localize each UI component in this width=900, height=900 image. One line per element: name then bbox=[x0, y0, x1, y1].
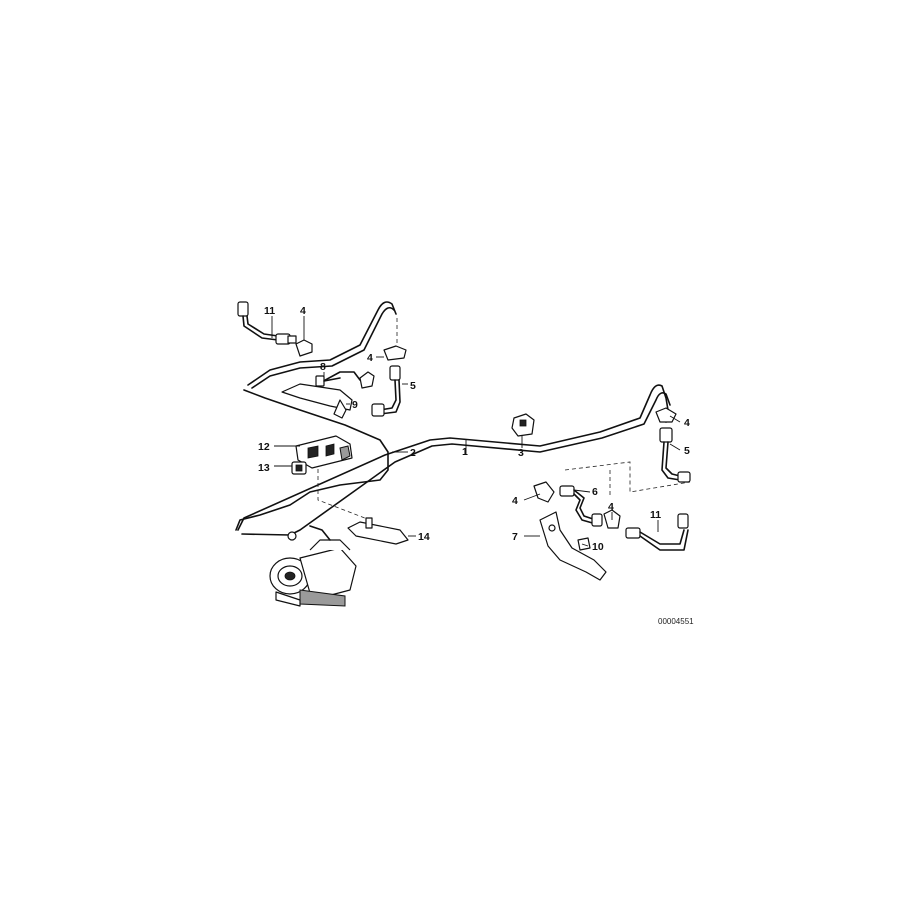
brake-pipe-main bbox=[237, 384, 671, 536]
callout-3: 3 bbox=[518, 447, 524, 459]
brake-pump-assembly bbox=[269, 525, 357, 607]
brake-hose-front-right bbox=[371, 365, 401, 417]
callout-9: 9 bbox=[352, 399, 358, 411]
bracket-part-14 bbox=[347, 517, 409, 545]
callout-13: 13 bbox=[258, 462, 270, 474]
callout-11-a: 11 bbox=[264, 305, 275, 317]
brake-hose-rear-left bbox=[533, 481, 603, 527]
callout-leader-lines bbox=[271, 316, 681, 547]
callout-4-b: 4 bbox=[367, 352, 373, 364]
callout-11-b: 11 bbox=[650, 509, 661, 521]
callout-12: 12 bbox=[258, 441, 270, 453]
callout-8: 8 bbox=[320, 361, 326, 373]
brake-hose-front-left bbox=[237, 301, 297, 345]
bracket-part-9 bbox=[281, 371, 361, 419]
pipe-clip-middle bbox=[359, 345, 407, 389]
brake-hose-rear-main bbox=[625, 513, 689, 551]
connector-part-13 bbox=[291, 461, 307, 475]
callout-5-a: 5 bbox=[410, 380, 416, 392]
callout-6: 6 bbox=[592, 486, 598, 498]
callout-4-d: 4 bbox=[512, 495, 518, 507]
callout-4-c: 4 bbox=[684, 417, 690, 429]
callout-5-b: 5 bbox=[684, 445, 690, 457]
callout-14: 14 bbox=[418, 531, 430, 543]
callout-4-a: 4 bbox=[300, 305, 306, 317]
assembly-guide-lines bbox=[317, 318, 691, 521]
callout-4-e: 4 bbox=[608, 501, 614, 513]
callout-10: 10 bbox=[592, 541, 604, 553]
callout-labels: 1 2 3 4 4 4 4 4 5 5 6 7 8 9 10 11 11 12 … bbox=[258, 305, 690, 553]
diagram-reference-number: 00004551 bbox=[658, 617, 694, 626]
brake-distributor-part-12 bbox=[295, 435, 353, 469]
brake-hose-rear-right bbox=[655, 407, 691, 483]
callout-7: 7 bbox=[512, 531, 518, 543]
clip-part-3 bbox=[511, 413, 535, 437]
callout-1: 1 bbox=[462, 446, 468, 458]
bracket-part-7 bbox=[539, 511, 607, 581]
pipe-clip-upper-left bbox=[295, 339, 313, 357]
brake-pipe-front bbox=[235, 301, 397, 531]
callout-2: 2 bbox=[410, 447, 416, 459]
fitting-part-8 bbox=[315, 375, 341, 387]
